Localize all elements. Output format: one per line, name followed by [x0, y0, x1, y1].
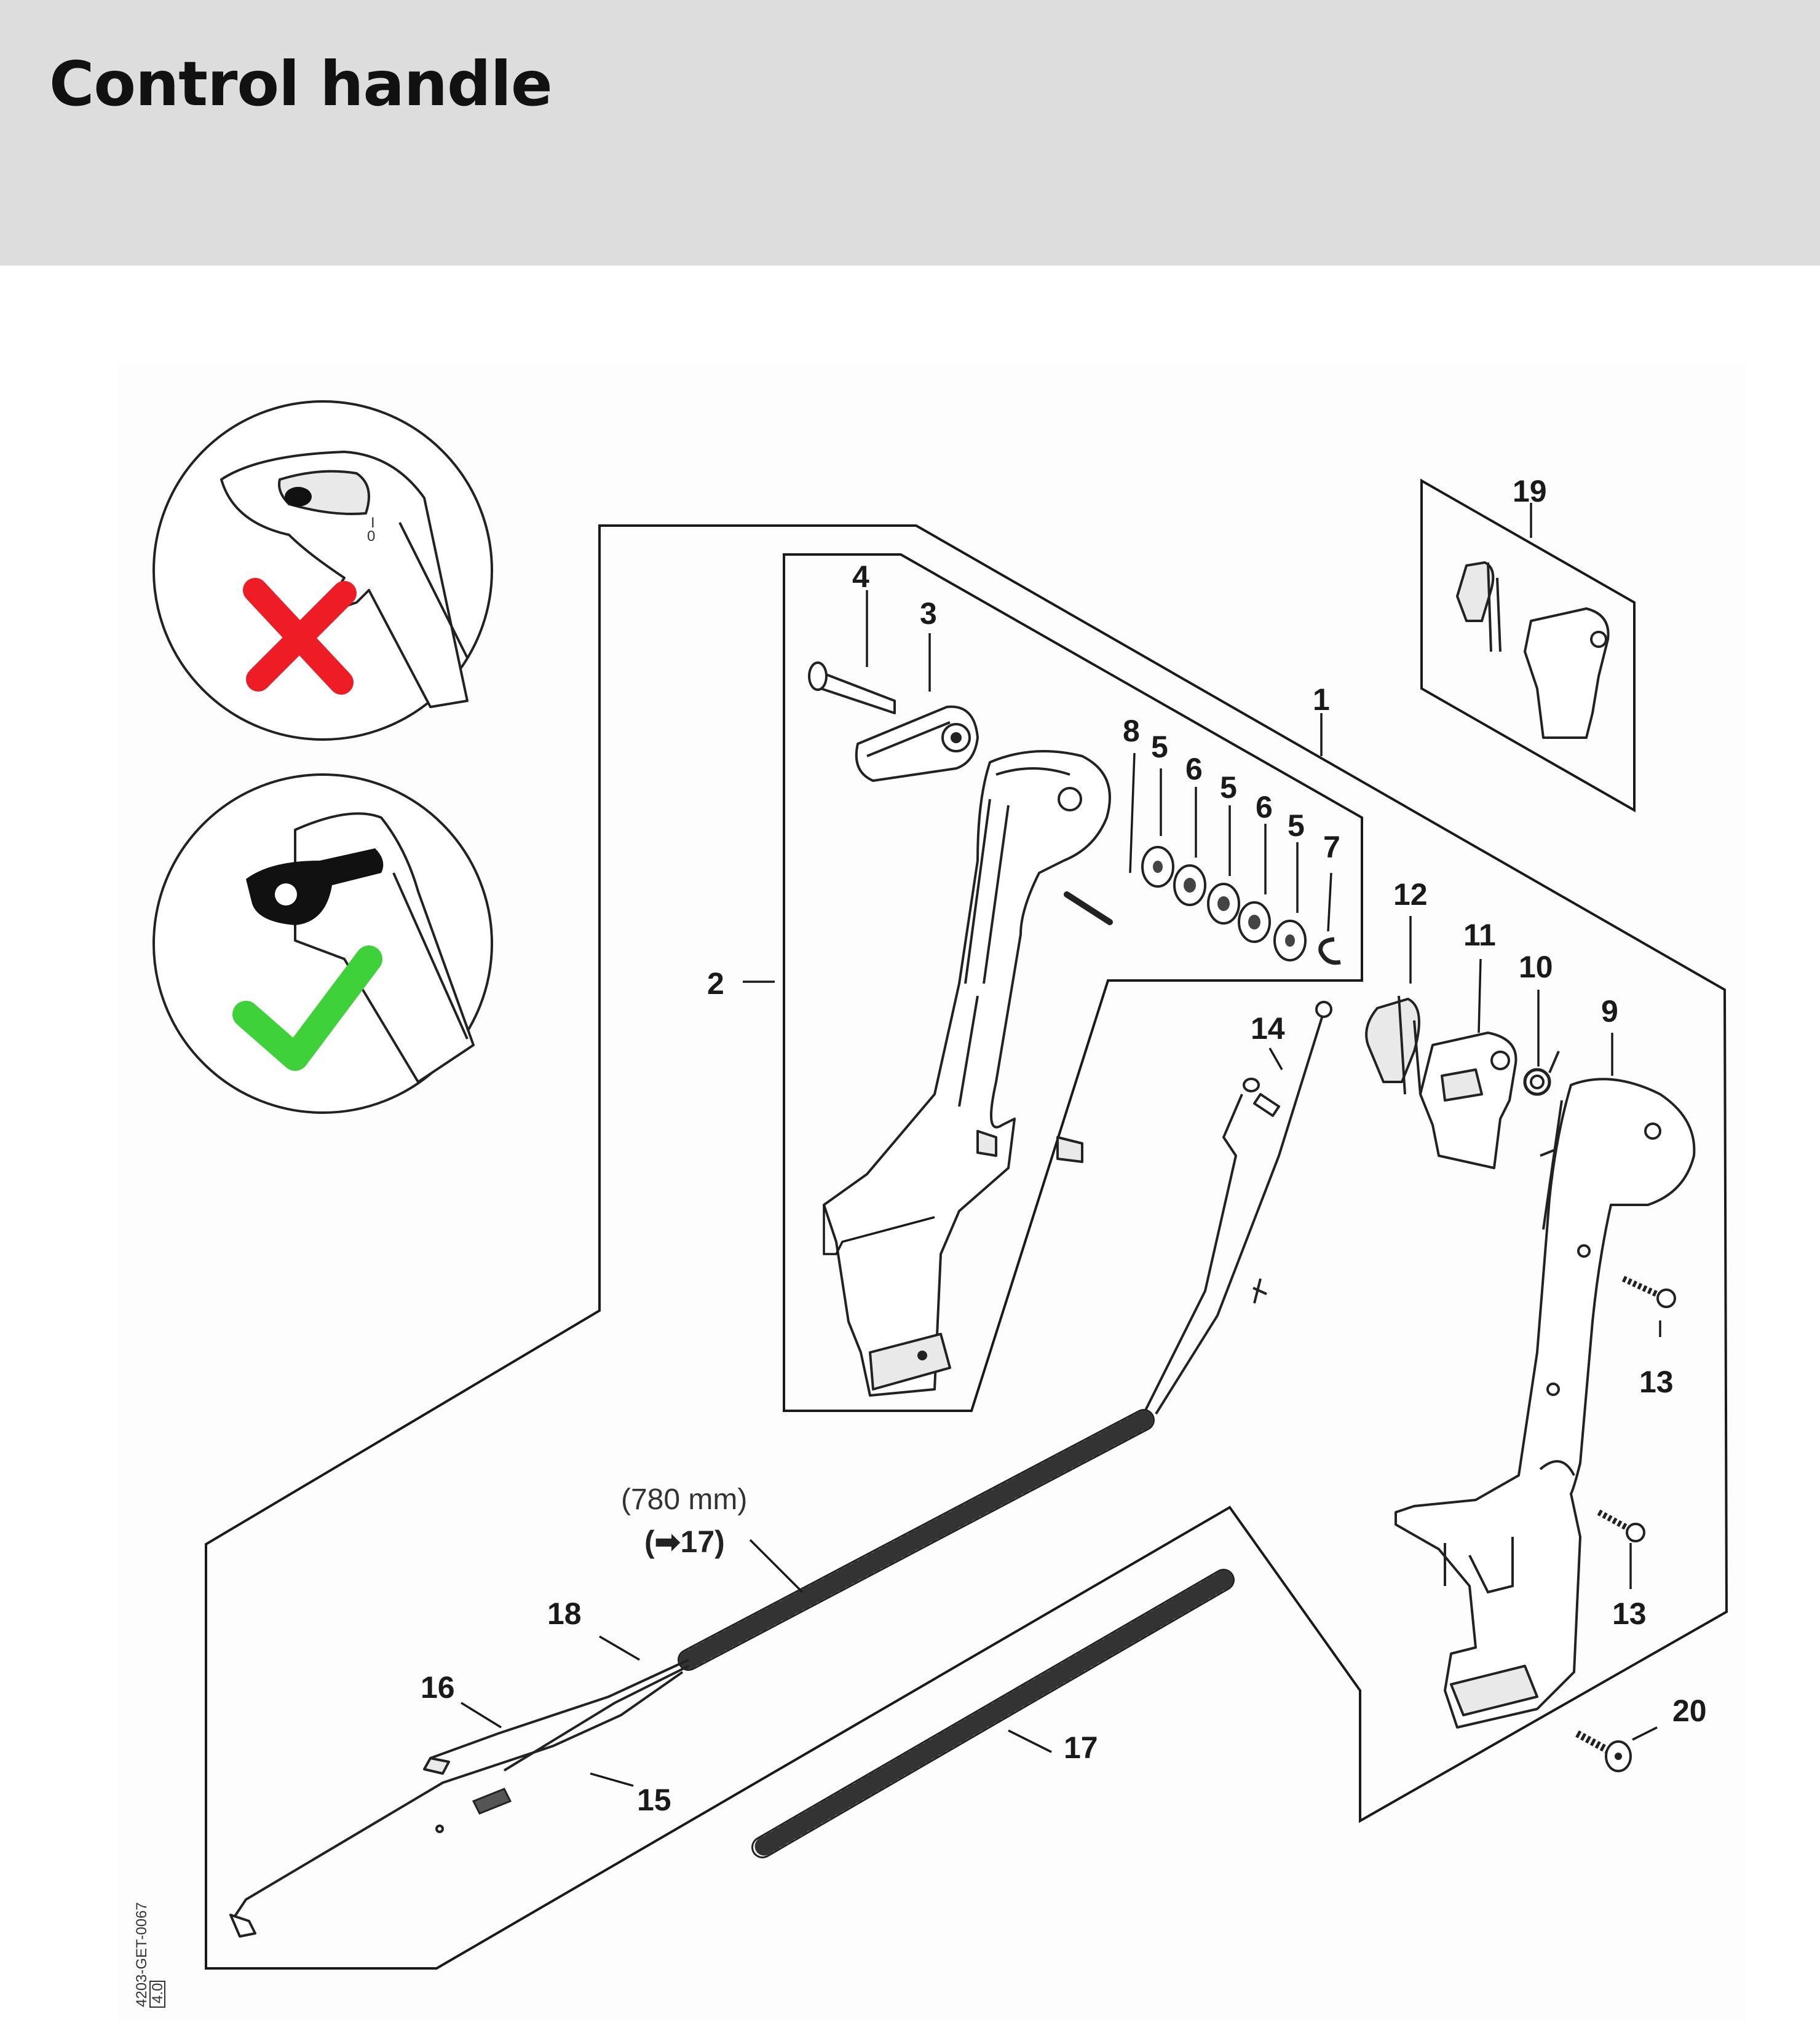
callout-5a: 5	[1151, 730, 1168, 764]
throttle-trigger	[855, 705, 979, 782]
assembly-frame	[205, 524, 1728, 1970]
spiral-hose	[751, 1569, 1235, 1858]
inset-correct-position	[152, 773, 493, 1114]
washer-stack	[1141, 846, 1341, 965]
handle-shell	[1395, 1078, 1696, 1729]
switch-label-off: 0	[367, 528, 375, 545]
screw-lower	[1597, 1509, 1645, 1542]
callout-5c: 5	[1288, 808, 1305, 843]
switch-lever-icon	[246, 848, 384, 925]
trigger	[1419, 1032, 1517, 1169]
inset-wrong-position: I 0	[152, 400, 493, 741]
switch-label-on: I	[371, 515, 375, 531]
callout-11: 11	[1463, 918, 1496, 952]
callout-17: 17	[1064, 1730, 1098, 1765]
stop-switch	[1365, 995, 1422, 1095]
callout-8: 8	[1123, 714, 1140, 748]
callout-12: 12	[1393, 877, 1428, 912]
handle-housing-frame	[783, 553, 1363, 1412]
callout-4: 4	[852, 559, 869, 594]
callout-18: 18	[547, 1596, 582, 1631]
throttle-cable-harness	[229, 1017, 1323, 1938]
hose-reference-note: (➡17)	[644, 1525, 725, 1559]
callout-1: 1	[1313, 682, 1330, 717]
checkmark-icon	[232, 945, 382, 1071]
callout-7: 7	[1323, 830, 1340, 864]
screw-upper	[1621, 1276, 1676, 1308]
callout-9: 9	[1601, 994, 1618, 1028]
document-revision: 4.0	[149, 1983, 166, 2003]
callout-13b: 13	[1612, 1596, 1647, 1631]
switch-kit	[1456, 561, 1610, 739]
cross-icon	[243, 578, 357, 695]
callout-13a: 13	[1639, 1365, 1674, 1399]
shoulder-screw	[808, 661, 896, 714]
callout-15: 15	[637, 1783, 671, 1817]
callout-10: 10	[1519, 950, 1553, 984]
torsion-spring	[1523, 1051, 1560, 1096]
screw-20	[1575, 1730, 1632, 1772]
leader-lines	[461, 503, 1661, 1787]
callout-5b: 5	[1220, 770, 1237, 805]
diagram-canvas: I 0	[133, 400, 1728, 2008]
handle-housing-half	[823, 750, 1111, 1397]
callout-20: 20	[1672, 1694, 1707, 1728]
document-id-code: 4203-GET-0067	[133, 1902, 150, 2007]
callout-6a: 6	[1185, 752, 1203, 786]
callout-3: 3	[920, 596, 937, 631]
callout-2: 2	[707, 966, 724, 1001]
callout-14: 14	[1251, 1011, 1285, 1046]
switch-kit-frame	[1420, 478, 1636, 813]
cable-sleeve	[1243, 1001, 1332, 1117]
callout-6b: 6	[1256, 790, 1273, 824]
callout-19: 19	[1513, 474, 1547, 508]
document-id: 4203-GET-0067 4.0	[133, 1902, 166, 2008]
spring-pin	[1064, 891, 1113, 925]
page-header: Control handle	[0, 0, 1820, 266]
callout-16: 16	[421, 1670, 455, 1705]
hose-length-note: (780 mm)	[621, 1483, 747, 1516]
page-title: Control handle	[49, 48, 553, 120]
exploded-parts-diagram: I 0	[117, 363, 1746, 2022]
